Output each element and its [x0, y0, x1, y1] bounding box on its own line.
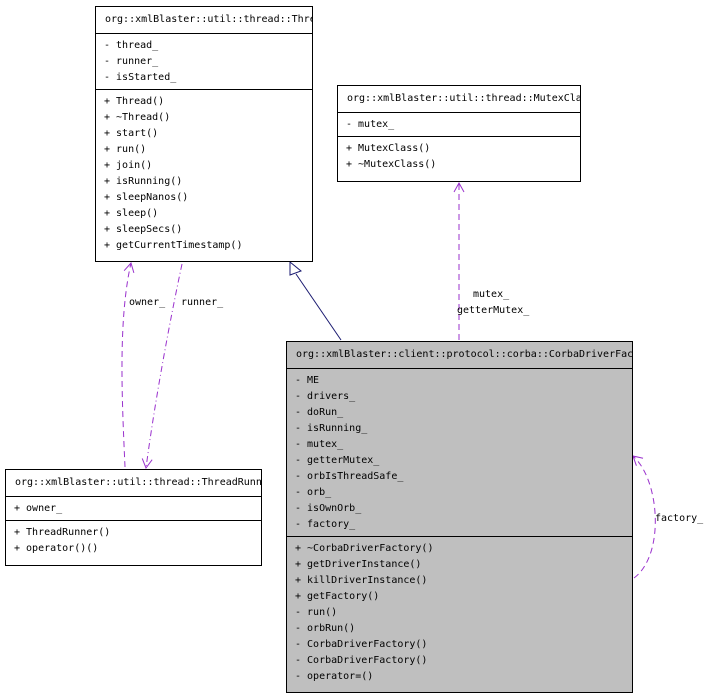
- attribute-item: - mutex_: [295, 439, 344, 450]
- method-item: + start(): [104, 128, 159, 139]
- mutex-class-name: org::xmlBlaster::util::thread::MutexClas…: [338, 86, 580, 113]
- method-item: + ~CorbaDriverFactory(): [295, 543, 434, 554]
- corba-driver-factory-methods: + ~CorbaDriverFactory() + getDriverInsta…: [287, 537, 632, 688]
- method-item: - orbRun(): [295, 623, 356, 634]
- method-item: + sleep(): [104, 208, 159, 219]
- attribute-item: + owner_: [14, 503, 63, 514]
- attribute-item: - isStarted_: [104, 72, 177, 83]
- mutex-class-attributes: - mutex_: [338, 113, 580, 137]
- attribute-item: - isOwnOrb_: [295, 503, 362, 514]
- mutex-edge-label: mutex_: [473, 289, 510, 300]
- thread-methods: + Thread() + ~Thread() + start() + run()…: [96, 90, 312, 257]
- thread-runner-class-box[interactable]: org::xmlBlaster::util::thread::ThreadRun…: [5, 469, 262, 566]
- method-item: + isRunning(): [104, 176, 183, 187]
- attribute-item: - ME: [295, 375, 320, 386]
- method-item: - CorbaDriverFactory(): [295, 655, 428, 666]
- method-item: + getDriverInstance(): [295, 559, 422, 570]
- owner-edge-label: owner_: [129, 297, 166, 308]
- corba-driver-factory-class-box[interactable]: org::xmlBlaster::client::protocol::corba…: [286, 341, 633, 693]
- attribute-item: - isRunning_: [295, 423, 368, 434]
- method-item: - operator=(): [295, 671, 374, 682]
- attribute-item: - getterMutex_: [295, 455, 380, 466]
- thread-attributes: - thread_ - runner_ - isStarted_: [96, 34, 312, 90]
- method-item: + Thread(): [104, 96, 165, 107]
- attribute-item: - factory_: [295, 519, 356, 530]
- attribute-item: - orb_: [295, 487, 332, 498]
- inheritance-edge: [295, 273, 342, 341]
- method-item: + ThreadRunner(): [14, 527, 111, 538]
- attribute-item: - doRun_: [295, 407, 344, 418]
- getter-mutex-edge-label: getterMutex_: [457, 305, 530, 316]
- attribute-item: - drivers_: [295, 391, 356, 402]
- corba-driver-factory-attributes: - ME - drivers_ - doRun_ - isRunning_ - …: [287, 369, 632, 537]
- attribute-item: - mutex_: [346, 119, 395, 130]
- method-item: + getCurrentTimestamp(): [104, 240, 243, 251]
- method-item: + MutexClass(): [346, 143, 431, 154]
- method-item: + operator()(): [14, 543, 99, 554]
- method-item: + sleepSecs(): [104, 224, 183, 235]
- thread-class-box[interactable]: org::xmlBlaster::util::thread::Thread - …: [95, 6, 313, 262]
- method-item: + ~Thread(): [104, 112, 171, 123]
- inheritance-arrowhead: [289, 260, 302, 276]
- mutex-class-methods: + MutexClass() + ~MutexClass(): [338, 137, 580, 176]
- method-item: + killDriverInstance(): [295, 575, 428, 586]
- thread-class-name: org::xmlBlaster::util::thread::Thread: [96, 7, 312, 34]
- method-item: - run(): [295, 607, 338, 618]
- thread-runner-class-name: org::xmlBlaster::util::thread::ThreadRun…: [6, 470, 261, 497]
- attribute-item: - orbIsThreadSafe_: [295, 471, 404, 482]
- method-item: + ~MutexClass(): [346, 159, 437, 170]
- runner-edge: [141, 263, 183, 470]
- attribute-item: - runner_: [104, 56, 159, 67]
- corba-driver-factory-class-name: org::xmlBlaster::client::protocol::corba…: [287, 342, 632, 369]
- method-item: + join(): [104, 160, 153, 171]
- factory-self-edge: [632, 455, 656, 579]
- thread-runner-attributes: + owner_: [6, 497, 261, 521]
- runner-edge-label: runner_: [181, 297, 224, 308]
- thread-runner-methods: + ThreadRunner() + operator()(): [6, 521, 261, 560]
- mutex-class-box[interactable]: org::xmlBlaster::util::thread::MutexClas…: [337, 85, 581, 182]
- factory-edge-label: factory_: [655, 513, 704, 524]
- method-item: - CorbaDriverFactory(): [295, 639, 428, 650]
- owner-edge: [121, 261, 135, 468]
- method-item: + sleepNanos(): [104, 192, 189, 203]
- method-item: + getFactory(): [295, 591, 380, 602]
- method-item: + run(): [104, 144, 147, 155]
- attribute-item: - thread_: [104, 40, 159, 51]
